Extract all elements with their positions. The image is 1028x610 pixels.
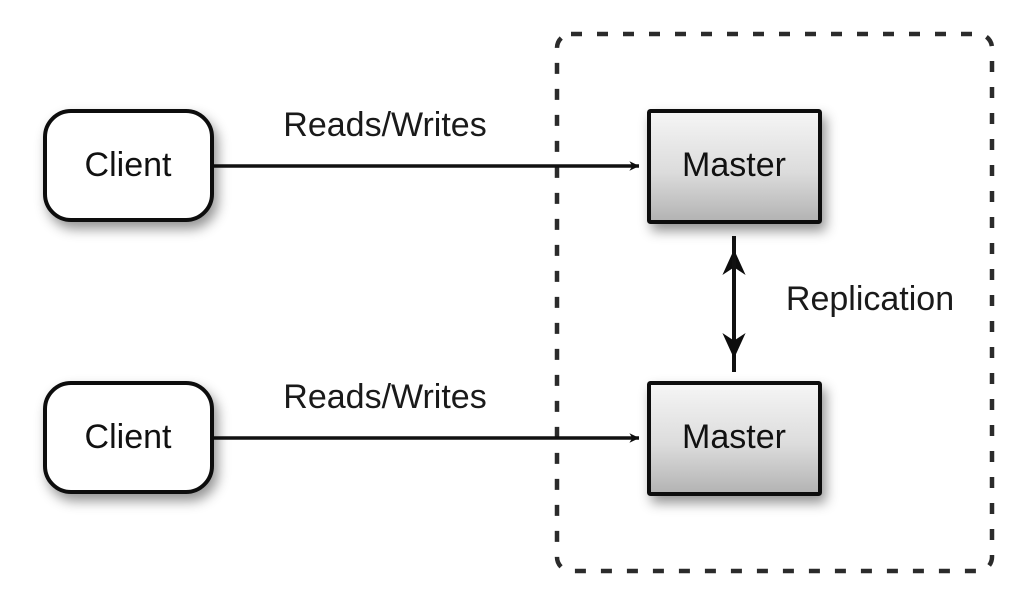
replication-cluster-boundary (554, 31, 995, 574)
node-master-top[interactable]: Master (647, 109, 822, 224)
node-master-bottom[interactable]: Master (647, 381, 822, 496)
edge-label-reads-writes-bottom: Reads/Writes (283, 378, 486, 416)
node-client-bottom-label: Client (85, 418, 172, 456)
edge-label-reads-writes-top: Reads/Writes (283, 106, 486, 144)
node-client-bottom[interactable]: Client (43, 381, 214, 494)
node-master-top-label: Master (682, 146, 786, 184)
node-client-top[interactable]: Client (43, 109, 214, 222)
edge-label-replication: Replication (786, 280, 954, 318)
node-master-bottom-label: Master (682, 418, 786, 456)
node-client-top-label: Client (85, 146, 172, 184)
